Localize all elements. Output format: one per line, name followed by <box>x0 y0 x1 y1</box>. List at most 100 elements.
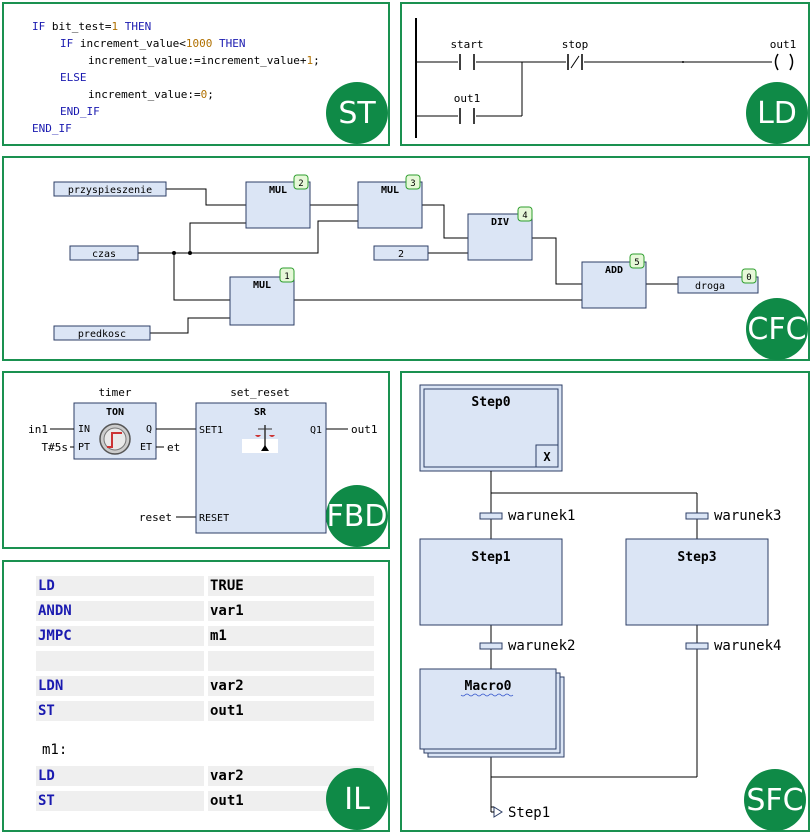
st-code-line: IF increment_value<1000 THEN <box>60 37 246 50</box>
sfc-step1[interactable]: Step1 <box>419 538 563 626</box>
svg-text:2: 2 <box>398 249 404 260</box>
cfc-panel: przyspieszenie czas 2 predkosc MUL 2 MUL… <box>2 156 810 361</box>
st-badge: ST <box>326 82 388 144</box>
cfc-input-czas[interactable]: czas <box>69 245 139 261</box>
svg-text:ADD: ADD <box>605 265 623 276</box>
svg-text:droga: droga <box>695 281 725 292</box>
contact-start[interactable] <box>459 54 475 70</box>
sfc-jump-step1[interactable]: Step1 <box>490 805 550 821</box>
svg-text:przyspieszenie: przyspieszenie <box>68 185 152 196</box>
il-row[interactable] <box>36 791 204 811</box>
sfc-panel: Step0 X warunek1 warunek3 <box>400 371 810 832</box>
fbd-diagram: timer TON IN PT Q ET in1 T#5s et reset o… <box>28 386 378 534</box>
fbd-var-et: et <box>167 441 180 454</box>
il-row-operand-cell[interactable] <box>208 626 374 646</box>
il-operator: ST <box>38 703 55 719</box>
il-operand: m1 <box>210 628 227 644</box>
cfc-block-mul2[interactable]: MUL 2 <box>245 174 311 229</box>
il-row[interactable] <box>36 576 204 596</box>
st-code-line: increment_value:=increment_value+1; <box>88 54 320 67</box>
il-operand: var1 <box>210 603 244 619</box>
scale-icon <box>242 425 278 453</box>
svg-text:czas: czas <box>92 249 116 260</box>
contact-out1[interactable] <box>459 108 475 124</box>
svg-text:DIV: DIV <box>491 217 509 228</box>
il-label-m1: m1: <box>42 742 68 758</box>
sfc-transition-warunek2[interactable]: warunek2 <box>479 638 575 654</box>
il-operand: out1 <box>210 703 244 719</box>
il-operator: ST <box>38 793 55 809</box>
cfc-output-droga[interactable]: droga 0 <box>677 268 759 294</box>
svg-text:MUL: MUL <box>253 280 271 291</box>
il-row-operand-cell[interactable] <box>208 701 374 721</box>
il-operand: var2 <box>210 678 244 694</box>
svg-text:0: 0 <box>746 273 751 283</box>
ld-panel: start stop out1 out1 LD <box>400 2 810 146</box>
il-row-operand-cell[interactable] <box>208 651 374 671</box>
st-code-line: END_IF <box>32 122 72 135</box>
svg-text:4: 4 <box>522 211 527 221</box>
il-operand: var2 <box>210 768 244 784</box>
cfc-block-add5[interactable]: ADD 5 <box>581 253 647 309</box>
svg-text:IN: IN <box>78 424 90 435</box>
svg-text:Step1: Step1 <box>508 805 550 821</box>
cfc-badge: CFC <box>746 298 808 360</box>
il-row[interactable] <box>36 676 204 696</box>
fbd-var-reset: reset <box>139 511 172 524</box>
cfc-block-mul3[interactable]: MUL 3 <box>357 174 423 229</box>
sfc-transition-warunek1[interactable]: warunek1 <box>479 508 575 524</box>
timer-instance-name: timer <box>98 386 131 399</box>
il-operator: JMPC <box>38 628 72 644</box>
il-row[interactable] <box>36 626 204 646</box>
svg-text:TON: TON <box>106 407 124 418</box>
cfc-block-div4[interactable]: DIV 4 <box>467 206 533 261</box>
il-row[interactable] <box>36 601 204 621</box>
sr-block[interactable]: SR SET1 RESET Q1 <box>195 402 327 534</box>
label-start: start <box>450 38 483 51</box>
cfc-input-predkosc[interactable]: predkosc <box>53 325 151 341</box>
label-contact-out1: out1 <box>454 92 481 105</box>
ld-diagram: start stop out1 out1 <box>415 18 797 138</box>
svg-text:X: X <box>543 450 551 464</box>
cfc-block-mul1[interactable]: MUL 1 <box>229 267 295 326</box>
contact-stop[interactable] <box>567 54 583 70</box>
il-row-operand-cell[interactable] <box>208 676 374 696</box>
il-badge: IL <box>326 768 388 830</box>
timer-clock-icon <box>99 423 131 455</box>
il-row[interactable] <box>36 766 204 786</box>
il-operator: LD <box>38 578 55 594</box>
fbd-var-t5s: T#5s <box>42 441 69 454</box>
sfc-macro0[interactable]: Macro0 <box>419 668 565 758</box>
sfc-badge: SFC <box>744 769 806 831</box>
il-row[interactable] <box>36 701 204 721</box>
svg-text:Q: Q <box>146 424 152 435</box>
il-row-operand-cell[interactable] <box>208 576 374 596</box>
cfc-diagram: przyspieszenie czas 2 predkosc MUL 2 MUL… <box>53 174 759 341</box>
svg-text:SR: SR <box>254 407 267 418</box>
svg-text:warunek3: warunek3 <box>714 508 781 524</box>
svg-text:RESET: RESET <box>199 513 229 524</box>
svg-text:5: 5 <box>634 258 639 268</box>
svg-text:Step0: Step0 <box>471 395 510 410</box>
coil-out1[interactable] <box>774 53 794 71</box>
svg-text:PT: PT <box>78 442 90 453</box>
svg-text:MUL: MUL <box>381 185 399 196</box>
ton-block[interactable]: TON IN PT Q ET <box>73 402 157 460</box>
il-operand: out1 <box>210 793 244 809</box>
st-code-line: END_IF <box>60 105 100 118</box>
sfc-transition-warunek3[interactable]: warunek3 <box>685 508 781 524</box>
il-operator: LDN <box>38 678 64 694</box>
sfc-step3[interactable]: Step3 <box>625 538 769 626</box>
svg-text:warunek1: warunek1 <box>508 508 575 524</box>
sfc-transition-warunek4[interactable]: warunek4 <box>685 638 781 654</box>
label-coil-out1: out1 <box>770 38 797 51</box>
svg-text:2: 2 <box>298 179 303 189</box>
cfc-input-two[interactable]: 2 <box>373 245 429 261</box>
svg-text:SET1: SET1 <box>199 425 223 436</box>
il-row-operand-cell[interactable] <box>208 601 374 621</box>
cfc-input-przyspieszenie[interactable]: przyspieszenie <box>53 181 167 197</box>
svg-text:Step3: Step3 <box>677 550 716 565</box>
il-row[interactable] <box>36 651 204 671</box>
